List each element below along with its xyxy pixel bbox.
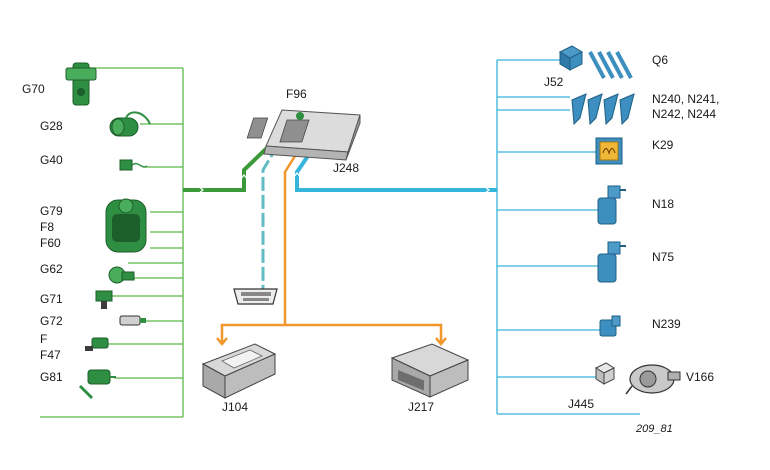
actuator-arrow-up — [292, 172, 302, 179]
label-j217: J217 — [408, 400, 434, 414]
actuator-bus — [295, 148, 497, 192]
label-g40: G40 — [40, 153, 63, 167]
actuator-arrow-right — [483, 185, 490, 195]
ecu-j248 — [246, 109, 361, 161]
injectors-icon — [571, 93, 635, 126]
label-j52: J52 — [544, 75, 564, 89]
bus-arrow-left — [197, 185, 204, 195]
can-branch — [220, 323, 443, 343]
sensor-g70-icon — [65, 62, 97, 106]
warning-lamp-k29-icon — [595, 137, 623, 165]
valve-n75-icon — [597, 241, 626, 283]
label-n239: N239 — [652, 317, 681, 331]
unit-j217 — [390, 343, 470, 398]
pump-v166-icon — [625, 364, 681, 395]
sensor-g71-icon — [95, 290, 113, 309]
label-g71: G71 — [40, 292, 63, 306]
label-g28: G28 — [40, 119, 63, 133]
label-f60: F60 — [40, 236, 61, 250]
sensor-g72-icon — [119, 315, 146, 326]
valve-n239-icon — [599, 315, 621, 337]
glow-plugs-q6-icon — [588, 51, 633, 79]
label-q6: Q6 — [652, 53, 668, 67]
label-f: F — [40, 332, 47, 346]
label-j248: J248 — [333, 161, 359, 175]
actuator-wiring — [496, 59, 640, 415]
sensor-wiring — [40, 67, 184, 418]
label-v166: V166 — [686, 370, 714, 384]
label-n18: N18 — [652, 197, 674, 211]
can-arrow-j104 — [216, 337, 228, 346]
label-f47: F47 — [40, 348, 61, 362]
label-g81: G81 — [40, 370, 63, 384]
relay-j445-icon — [594, 362, 616, 385]
figure-number: 209_81 — [635, 423, 673, 435]
label-n240: N240, N241, — [652, 92, 719, 106]
fuse-f96-icon — [296, 112, 304, 120]
label-g70: G70 — [22, 82, 45, 96]
label-f8: F8 — [40, 220, 54, 234]
label-k29: K29 — [652, 138, 674, 152]
sensor-g81-icon — [78, 369, 116, 400]
label-g62: G62 — [40, 262, 63, 276]
label-j445: J445 — [568, 397, 594, 411]
diagnostic-connector-icon — [233, 288, 278, 305]
sensor-bus — [183, 143, 272, 192]
sensor-g40-icon — [119, 159, 148, 171]
label-n242: N242, N244 — [652, 107, 716, 121]
sensor-f-icon — [85, 337, 109, 351]
label-j104: J104 — [222, 400, 248, 414]
diagnostic-wire — [261, 144, 280, 290]
sensor-g79-icon — [105, 198, 147, 253]
relay-j52-icon — [558, 45, 584, 71]
label-f96: F96 — [286, 87, 307, 101]
bus-arrow-up — [239, 174, 249, 181]
valve-n18-icon — [597, 185, 626, 225]
label-g72: G72 — [40, 314, 63, 328]
can-arrow-j217 — [435, 337, 447, 346]
unit-j104 — [201, 343, 277, 399]
label-n75: N75 — [652, 250, 674, 264]
sensor-g62-icon — [108, 266, 135, 284]
sensor-g28-icon — [109, 111, 151, 137]
label-g79: G79 — [40, 204, 63, 218]
